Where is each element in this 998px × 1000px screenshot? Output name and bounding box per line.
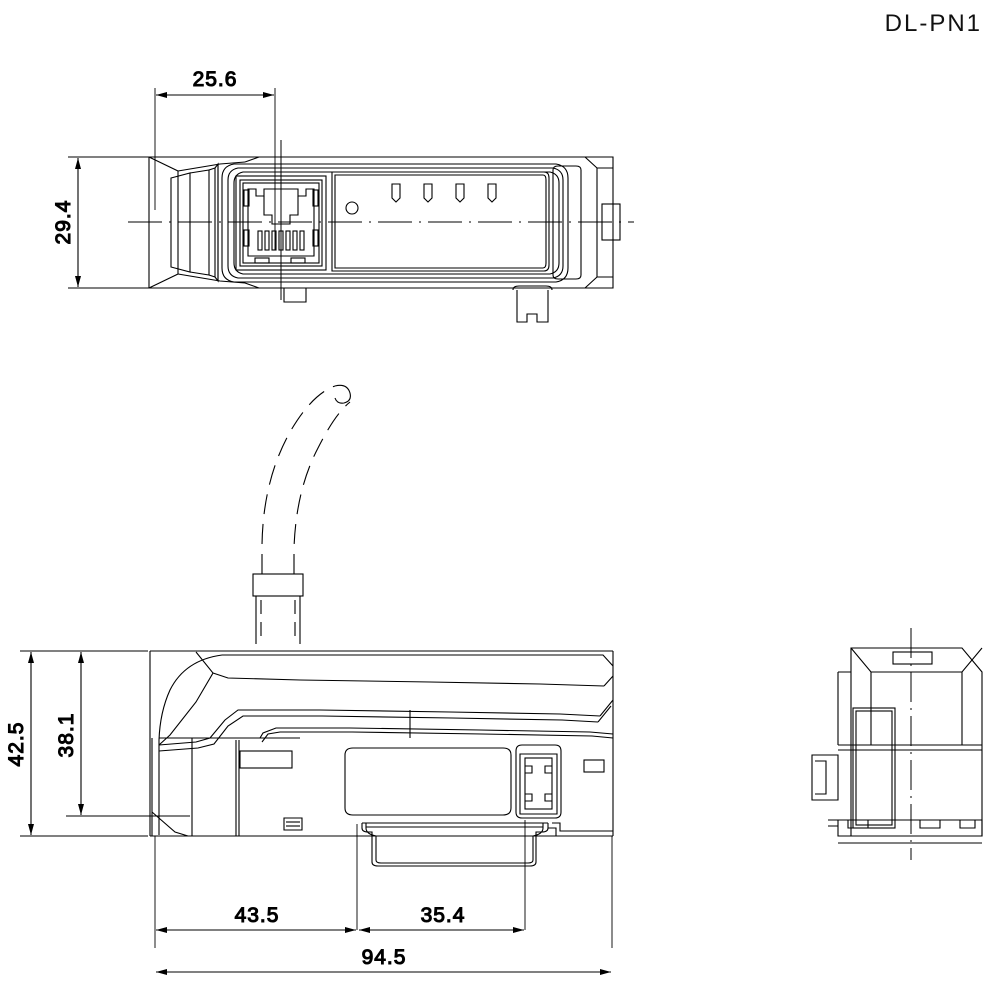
side-base-step-right: [548, 827, 613, 837]
din-rail-clip-inner: [365, 823, 544, 864]
dimension-label-35-4: 35.4: [421, 904, 466, 927]
cable-strain-relief: [252, 573, 304, 597]
connector-block: [811, 754, 839, 801]
dimension-label-94-5: 94.5: [362, 946, 407, 969]
side-shell-ridge3: [603, 675, 614, 687]
indicator-led-3: [455, 183, 465, 203]
cable-outer-left: [261, 385, 336, 574]
front-left-edge-line: [244, 156, 260, 163]
dimension-43-5: 43.5: [156, 903, 356, 933]
side-shell-fold-inner: [158, 715, 599, 752]
side-shell-ridge2: [212, 672, 605, 687]
rj45-clip-right: [312, 189, 319, 207]
indicator-led-2: [423, 183, 433, 203]
dimension-35-4: 35.4: [359, 903, 524, 933]
body-block: [852, 707, 896, 829]
side-view: 42.5 38.1 43.5 35.4: [4, 650, 614, 975]
indicator-led-1: [391, 183, 401, 203]
base-feet: [847, 820, 976, 829]
end-left-chamfer: [837, 671, 851, 745]
port-contact-bot-right: [544, 793, 552, 802]
mounting-tab-right-top: [512, 285, 553, 291]
top-slot: [892, 651, 933, 665]
dimension-38-1: 38.1: [54, 650, 190, 817]
dimension-94-5: 94.5: [156, 945, 611, 975]
rj45-clip-left-2: [243, 229, 250, 247]
side-housing-top: [259, 727, 614, 739]
side-small-slot: [583, 759, 605, 773]
display-window-inner: [334, 174, 547, 269]
end-base: [837, 819, 983, 837]
label-plate: [239, 750, 293, 769]
side-latch-pad: [552, 165, 582, 280]
rj45-bottom-tab-left: [254, 257, 270, 264]
port-frame-outer: [515, 744, 562, 819]
side-shell-top: [158, 654, 223, 835]
body-block-inner: [855, 710, 893, 826]
recessed-panel: [344, 747, 512, 816]
side-body-left-chamfer: [151, 811, 189, 837]
drawing-title: DL-PN1: [884, 10, 982, 37]
din-rail-clip: [361, 823, 549, 867]
front-view: 25.6 29.4: [51, 67, 634, 323]
mounting-tab-left: [283, 288, 307, 303]
indicator-led-4: [487, 183, 497, 203]
rj45-bottom-tab-right: [290, 257, 306, 264]
rj45-clip-left: [243, 189, 250, 207]
dimension-label-29-4: 29.4: [52, 200, 75, 245]
cable-outer-right: [293, 401, 351, 574]
mounting-tab-right: [516, 290, 549, 323]
front-outer-body: [148, 156, 614, 289]
port-contact-bot-left: [525, 793, 533, 802]
dimension-42-5: 42.5: [4, 650, 148, 837]
front-right-bevel-2: [584, 276, 613, 289]
rj45-contact-pins: [257, 230, 305, 251]
front-jack-surround-3: [233, 171, 560, 275]
end-top-face: [850, 647, 983, 673]
connector-port[interactable]: [515, 744, 562, 819]
cable-boot-dash: [260, 600, 296, 644]
side-shell-top2: [222, 654, 614, 667]
dimension-25-6: 25.6: [154, 67, 276, 250]
end-foot-left-detail: [828, 819, 838, 827]
front-jack-surround-1: [221, 163, 569, 283]
front-left-bevel-inner: [177, 161, 246, 172]
end-view: [811, 628, 983, 860]
port-opening: [524, 757, 553, 810]
display-window: [331, 171, 550, 272]
rj45-clip-right-2: [312, 229, 319, 247]
side-housing-left2: [235, 740, 240, 795]
dimension-label-42-5: 42.5: [5, 722, 28, 767]
side-housing-left: [235, 795, 240, 836]
side-shell-fold-inner2: [597, 705, 612, 723]
indicator-leds: [391, 183, 497, 203]
port-frame-mid: [519, 753, 558, 815]
front-nose-face: [208, 167, 216, 278]
dimension-label-43-5: 43.5: [235, 904, 280, 927]
cable-tip: [334, 384, 351, 404]
port-contact-top-right: [544, 765, 552, 774]
small-tab: [283, 817, 303, 831]
connector-block-inner: [815, 760, 827, 795]
port-contact-top-left: [525, 765, 533, 774]
side-housing-line2: [261, 731, 614, 743]
side-shell-fold2: [599, 699, 614, 717]
fiber-cable: [252, 384, 351, 644]
status-hole: [345, 201, 359, 215]
front-jack-surround-2: [227, 167, 564, 279]
dimension-label-25-6: 25.6: [193, 68, 238, 91]
front-left-edge-line2: [244, 282, 260, 289]
cable-boot: [255, 596, 301, 644]
front-right-bevel: [584, 156, 613, 169]
side-base-step-right2: [552, 822, 613, 832]
side-shell-fold: [158, 709, 601, 746]
dimension-label-38-1: 38.1: [55, 713, 78, 758]
dimension-29-4: 29.4: [51, 156, 152, 289]
